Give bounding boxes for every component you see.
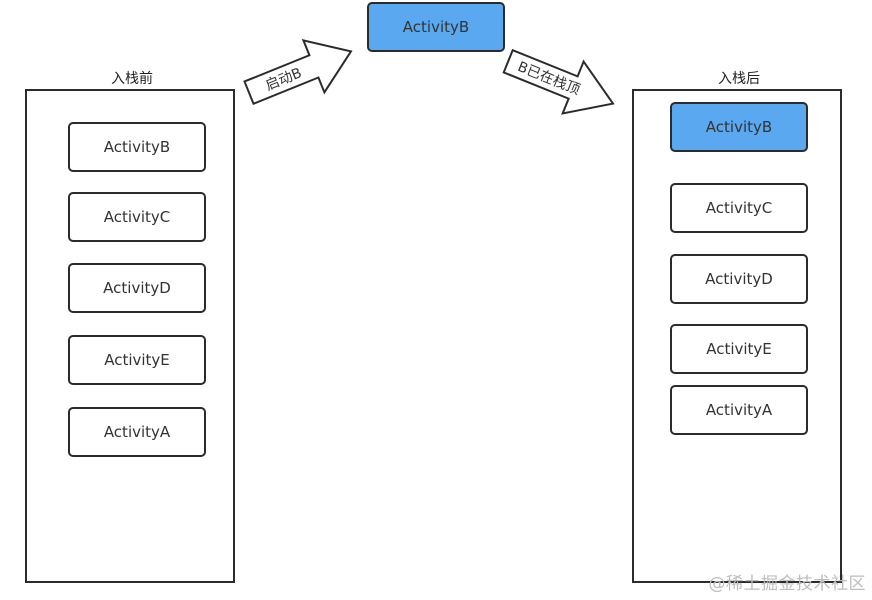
before-stack-item: ActivityD [68,263,206,313]
after-stack-item-top: ActivityB [670,102,808,152]
after-stack-item: ActivityE [670,324,808,374]
after-stack-item: ActivityC [670,183,808,233]
before-stack-item: ActivityC [68,192,206,242]
before-stack-item: ActivityB [68,122,206,172]
before-stack-item: ActivityA [68,407,206,457]
incoming-activity-box: ActivityB [367,2,505,52]
after-stack-label: 入栈后 [718,71,760,87]
watermark: @稀土掘金技术社区 [708,574,866,594]
before-stack-item: ActivityE [68,335,206,385]
after-stack-item: ActivityD [670,254,808,304]
before-stack-label: 入栈前 [111,71,153,87]
after-stack-item: ActivityA [670,385,808,435]
